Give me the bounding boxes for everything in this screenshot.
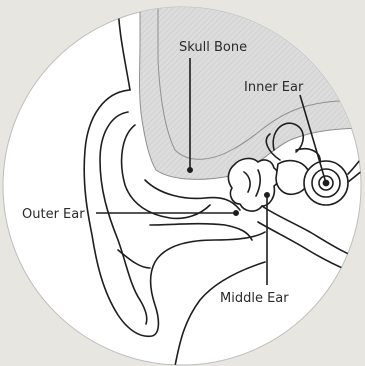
middle-ear-leader-dot [265,193,269,197]
inner-ear-leader-dot [323,180,328,185]
label-outer-ear: Outer Ear [22,207,85,222]
outer-ear-leader-dot [234,211,238,215]
label-middle-ear: Middle Ear [220,291,289,306]
skull-bone-leader-dot [188,168,192,172]
label-skull-bone: Skull Bone [179,40,247,55]
label-inner-ear: Inner Ear [244,80,304,95]
